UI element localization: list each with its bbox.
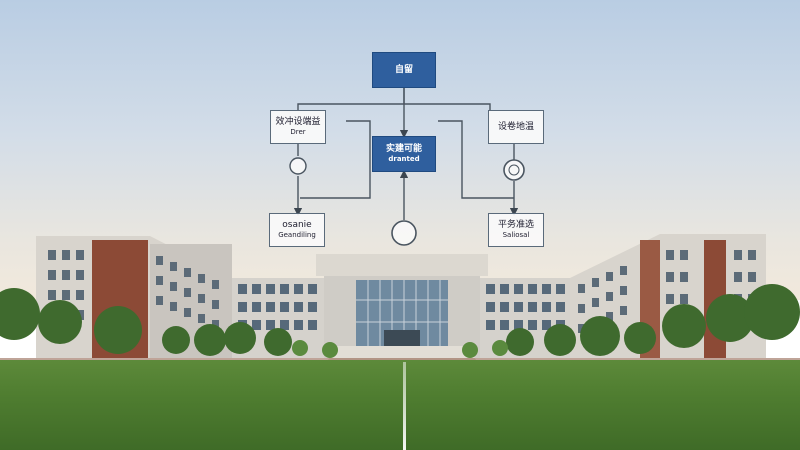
central-canopy <box>316 254 488 276</box>
front-steps <box>328 346 476 360</box>
node-circle-right-inner <box>508 164 520 176</box>
diagram-lower-left-box: osanie Geandiling <box>269 213 325 247</box>
diagram-lower-right-sublabel: Saliosal <box>502 231 530 239</box>
diagram-upper-left-box: 效冲设端益 Drer <box>270 110 326 144</box>
trees <box>0 284 800 356</box>
diagram-center-label: 实建可能 <box>385 144 422 154</box>
diagram-top-label: 自留 <box>394 64 413 75</box>
field-center-line <box>403 362 406 450</box>
diagram-lower-left-label: osanie <box>282 220 312 230</box>
diagram-upper-left-sublabel: Drer <box>290 128 306 136</box>
main-entrance <box>384 330 420 346</box>
diagram-lower-right-label: 平务准选 <box>497 220 534 230</box>
diagram-center-sublabel: dranted <box>388 155 420 163</box>
diagram-upper-left-label: 效冲设端益 <box>275 117 321 127</box>
connector-right-loop <box>438 120 514 199</box>
diagram-upper-right-label: 设卷地温 <box>497 121 534 132</box>
diagram-lower-left-sublabel: Geandiling <box>278 231 316 239</box>
node-circle-right <box>503 159 525 181</box>
connector-top-bar <box>297 103 491 110</box>
connector-left-loop <box>300 120 371 199</box>
diagram-lower-right-box: 平务准选 Saliosal <box>488 213 544 247</box>
diagram-upper-right-box: 设卷地温 <box>488 110 544 144</box>
diagram-center-box: 实建可能 dranted <box>372 136 436 172</box>
diagram-top-box: 自留 <box>372 52 436 88</box>
node-circle-bottom <box>391 220 417 246</box>
grass-field <box>0 360 800 450</box>
node-circle-left <box>289 157 307 175</box>
